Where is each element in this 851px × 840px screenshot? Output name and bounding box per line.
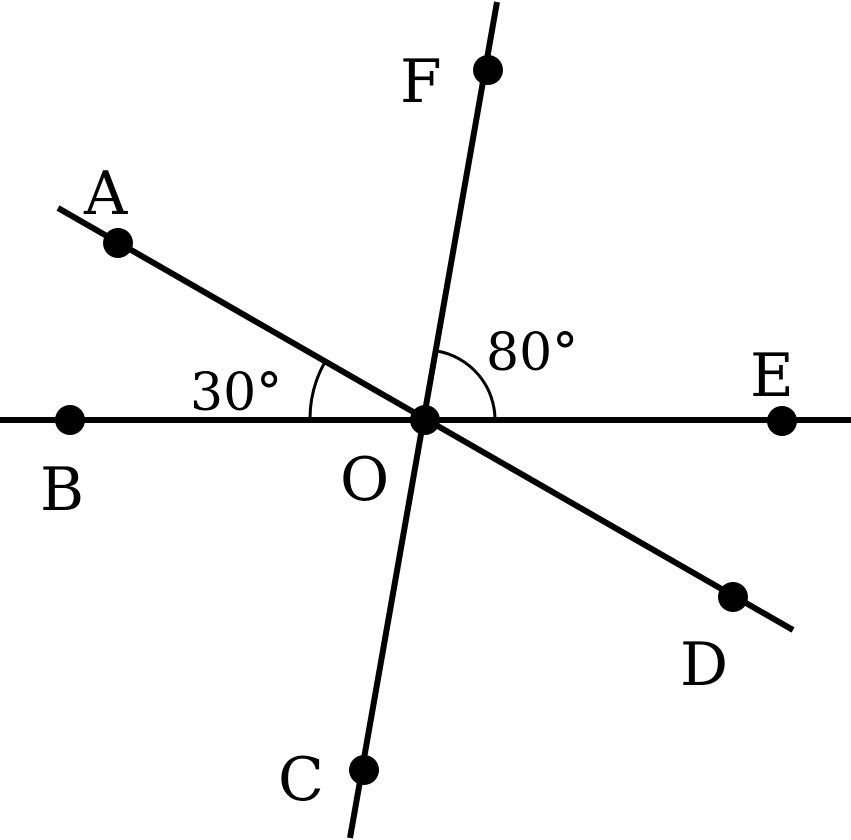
label-C: C [278,745,324,815]
label-B: B [40,455,84,525]
point-A [103,228,133,258]
point-C [349,755,379,785]
label-E: E [750,341,794,411]
point-F [473,55,503,85]
angle-label-30: 30° [190,363,282,423]
angle-arc-80 [436,349,497,421]
label-O: O [340,445,389,515]
point-D [718,582,748,612]
point-O [410,405,440,435]
label-D: D [680,630,728,700]
label-A: A [83,159,128,229]
angle-label-80: 80° [486,323,578,383]
angle-arc-30 [308,361,327,421]
label-F: F [400,47,442,117]
point-E [767,406,797,436]
point-B [55,405,85,435]
